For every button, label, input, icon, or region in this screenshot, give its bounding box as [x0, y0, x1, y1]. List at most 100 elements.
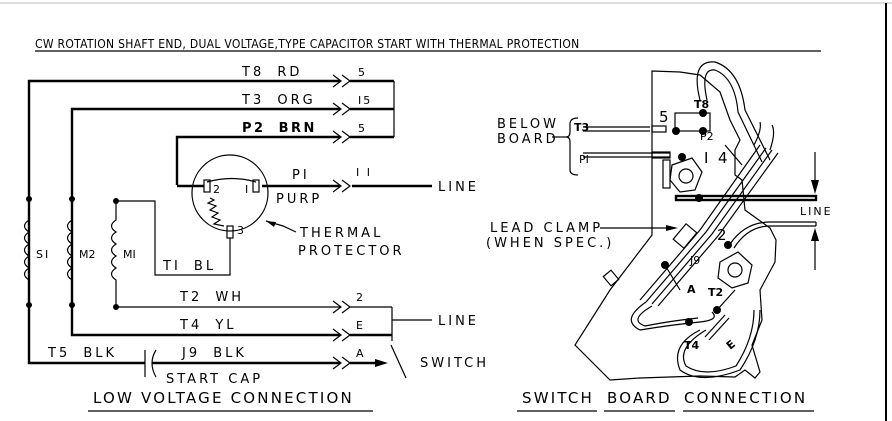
thermal-protector-bimetal — [206, 177, 257, 183]
connector-chevrons — [332, 74, 351, 370]
thermal-protector-housing — [191, 154, 269, 232]
lead-clamp — [672, 222, 698, 250]
upper-bracket — [662, 159, 671, 189]
terminal-label-15: I5 — [358, 94, 372, 107]
label-t8: T8 RD — [241, 65, 302, 80]
terminal-dot-line-top — [695, 194, 703, 202]
terminal-dot-t8 — [699, 109, 707, 117]
line-label-bottom: LINE — [438, 314, 479, 329]
winding-m1: MI — [110, 198, 136, 310]
protector-terminal-1 — [252, 179, 260, 193]
dimension-arrow-top — [811, 180, 819, 194]
switch-board-outline — [574, 70, 777, 381]
winding-label-m1: MI — [123, 248, 136, 261]
winding-label-s1: SI — [36, 248, 50, 261]
switch-board-title-word-3: CONNECTION — [684, 389, 807, 407]
label-purp: PURP — [276, 192, 322, 207]
winding-s1: SI — [23, 196, 50, 308]
terminal-label-11: I I — [356, 166, 372, 179]
terminal-5-block — [674, 112, 711, 132]
coil-m1 — [110, 201, 118, 307]
chevron-p2-b — [341, 130, 351, 144]
below-board-t3-label: T3 — [574, 121, 589, 134]
switch-board-title-word-1: SWITCH — [522, 389, 594, 407]
wire-t1 — [116, 200, 231, 276]
chevron-t3-a — [332, 102, 342, 116]
terminal-t3-connector — [651, 125, 667, 133]
chevron-t4-a — [332, 328, 342, 342]
thermal-label-line2: PROTECTOR — [298, 244, 405, 259]
board-number-4: 4 — [718, 149, 728, 167]
chevron-p1-a — [332, 179, 342, 193]
lead-loop-t2-inner — [637, 305, 699, 327]
terminal-dot-t3 — [672, 127, 680, 135]
chevron-p1-b — [341, 179, 351, 193]
below-board-line2: BOARD — [497, 132, 559, 147]
below-board-line1: BELOW — [497, 117, 559, 132]
lead-curl-b — [769, 124, 775, 151]
board-label-e: E — [724, 338, 738, 353]
chevron-p2-a — [332, 130, 342, 144]
terminal-label-e: E — [356, 319, 363, 332]
chevron-t2-a — [332, 300, 342, 314]
lead-loop-t4 — [676, 309, 761, 379]
lead-bundle-4 — [657, 152, 779, 307]
board-label-a: A — [687, 283, 696, 296]
lead-t8-hook — [696, 61, 771, 161]
upper-nut — [669, 157, 703, 193]
switch-board-title-word-2: BOARD — [607, 389, 672, 407]
chevron-j9-b — [341, 356, 351, 370]
leader-arrowhead — [266, 221, 276, 227]
line-lead-bottom-b — [733, 225, 816, 249]
lead-j9-stub — [664, 264, 681, 291]
terminal-dot-p2 — [699, 127, 707, 135]
lead-bundle-3 — [651, 149, 773, 305]
label-j9: J9 BLK — [181, 346, 247, 361]
label-t1: TI BL — [162, 259, 216, 274]
thermal-protector: 2 I 3 THERMAL PROTECTOR — [191, 154, 405, 259]
board-label-p2: P2 — [700, 130, 714, 143]
terminal-label-a: A — [356, 347, 364, 360]
lead-p2-stub — [724, 144, 743, 166]
line-lead-bottom-a — [729, 221, 816, 245]
terminal-label-2: 2 — [356, 291, 363, 304]
line-label-top: LINE — [438, 180, 479, 195]
coil-m2 — [66, 199, 74, 305]
board-number-5: 5 — [659, 108, 669, 126]
board-label-j9: J9 — [689, 254, 700, 267]
dimension-arrow-bottom — [811, 228, 819, 241]
lead-t2-stub — [716, 289, 736, 311]
label-p2: P2 BRN — [242, 121, 317, 136]
diagram-title: CW ROTATION SHAFT END, DUAL VOLTAGE,TYPE… — [35, 37, 580, 51]
wire-t8 — [27, 79, 340, 305]
wire-p2 — [175, 135, 340, 185]
wire-t4 — [70, 305, 340, 337]
winding-m2: M2 — [66, 196, 96, 308]
chevron-t8-a — [332, 74, 342, 88]
e-terminal-b — [708, 317, 730, 341]
lead-clamp-line1: LEAD CLAMP — [490, 221, 603, 236]
board-line-label: LINE — [800, 205, 833, 218]
low-voltage-section-title: LOW VOLTAGE CONNECTION — [93, 389, 354, 407]
protector-terminal-2 — [203, 179, 211, 193]
label-start-cap: START CAP — [166, 372, 263, 387]
lead-clamp-arrow — [666, 225, 678, 231]
protector-terminal-3 — [226, 225, 234, 239]
below-board-brace — [565, 117, 579, 176]
chevron-t2-b — [341, 300, 351, 314]
board-label-t4: T4 — [684, 339, 700, 352]
label-t3: T3 ORG — [241, 93, 316, 108]
wire-t3 — [70, 107, 340, 305]
chevron-t8-b — [341, 74, 351, 88]
board-number-2: 2 — [717, 226, 727, 244]
label-t5: T5 BLK — [47, 346, 117, 361]
below-board-p1-label: PI — [579, 153, 589, 166]
board-number-1: I — [704, 149, 708, 167]
low-voltage-schematic: 5 I5 5 I I T8 RD T3 ORG P2 BRN PI PURP L… — [23, 65, 486, 412]
lead-t8-hook-inner — [704, 69, 763, 163]
lead-bundle-2 — [645, 147, 767, 303]
terminal-p1-connector — [651, 151, 671, 159]
lower-nut-hole — [727, 262, 743, 278]
coil-s1 — [23, 199, 31, 305]
